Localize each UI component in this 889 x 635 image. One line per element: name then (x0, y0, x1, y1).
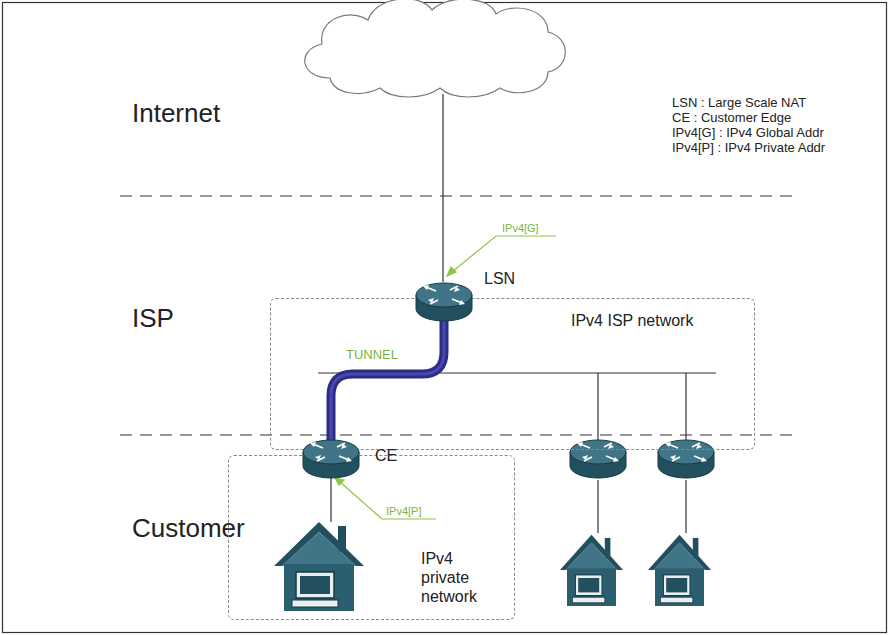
router-symbol (301, 438, 361, 480)
network-name: IPv4 private network (421, 549, 487, 607)
tunnel-label: TUNNEL (346, 347, 398, 362)
router-symbol (414, 281, 474, 323)
tunnel-connector (331, 317, 444, 444)
zone-label: Internet (132, 98, 220, 129)
device-name: LSN (484, 269, 515, 288)
lsn-router: LSN (414, 281, 474, 323)
key-line: IPv4[P] : IPv4 Private Addr (672, 140, 825, 155)
zone-label: ISP (132, 303, 174, 334)
network-name: IPv4 ISP network (571, 311, 693, 330)
key-line: IPv4[G] : IPv4 Global Addr (672, 125, 824, 140)
isp-network-region: IPv4 ISP networkLSN (270, 298, 755, 450)
key-line: CE : Customer Edge (672, 110, 791, 125)
address-callout: IPv4[P] (386, 505, 421, 517)
device-name: CE (375, 446, 397, 465)
address-callout: IPv4[G] (502, 222, 539, 234)
customer-network-region: IPv4 private networkCE (228, 455, 515, 620)
ce-router: CE (301, 438, 361, 480)
key-line: LSN : Large Scale NAT (672, 95, 806, 110)
